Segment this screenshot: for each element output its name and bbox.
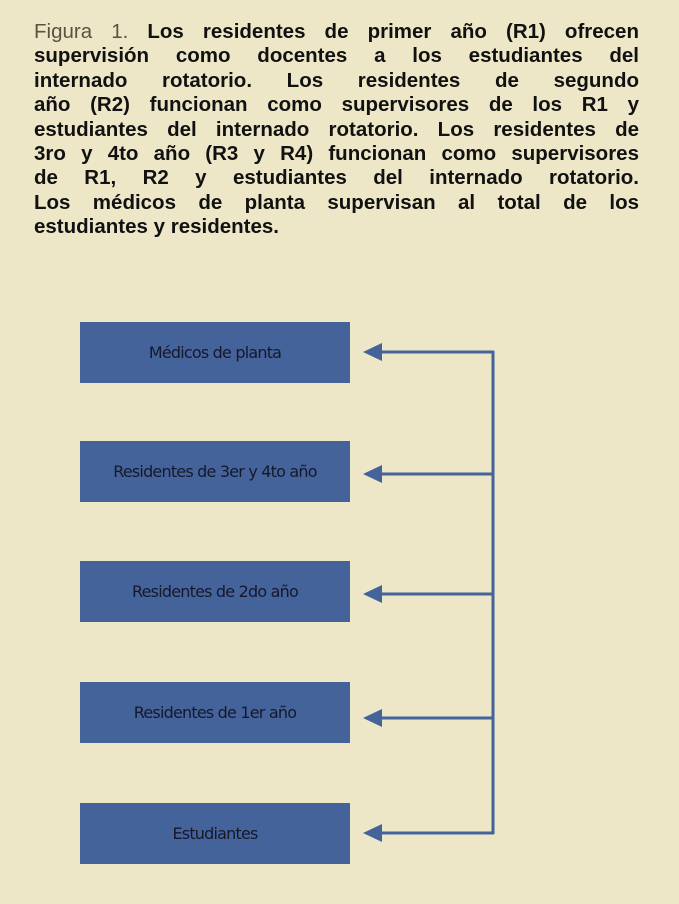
caption-line: internado rotatorio. Los residentes de s… bbox=[34, 68, 639, 92]
caption-line: Los médicos de planta supervisan al tota… bbox=[34, 190, 639, 214]
figure-caption: Figura 1. Los residentes de primer año (… bbox=[34, 20, 639, 240]
caption-text: Los residentes de primer año (R1) ofrece… bbox=[147, 20, 639, 43]
arrow-to-r1 bbox=[363, 709, 494, 727]
figure-label: Figura 1. bbox=[34, 20, 129, 43]
caption-line: 3ro y 4to año (R3 y R4) funcionan como s… bbox=[34, 142, 639, 166]
caption-line: supervisión como docentes a los estudian… bbox=[34, 44, 639, 68]
box-residentes-r1: Residentes de 1er año bbox=[80, 682, 350, 743]
caption-line: año (R2) funcionan como supervisores de … bbox=[34, 93, 639, 117]
box-estudiantes: Estudiantes bbox=[80, 803, 350, 864]
arrowhead-icon bbox=[363, 343, 382, 361]
arrowhead-icon bbox=[363, 709, 382, 727]
box-medicos-de-planta: Médicos de planta bbox=[80, 322, 350, 383]
arrow-to-medicos bbox=[363, 343, 494, 361]
caption-line: Figura 1. Los residentes de primer año (… bbox=[34, 20, 639, 44]
box-residentes-r2: Residentes de 2do año bbox=[80, 561, 350, 622]
caption-line: de R1, R2 y estudiantes del internado ro… bbox=[34, 166, 639, 190]
caption-line: estudiantes y residentes. bbox=[34, 215, 279, 239]
arrowhead-icon bbox=[363, 824, 382, 842]
caption-line: estudiantes del internado rotatorio. Los… bbox=[34, 117, 639, 141]
arrowhead-icon bbox=[363, 465, 382, 483]
arrow-to-estudiantes bbox=[363, 824, 494, 842]
box-residentes-r3-r4: Residentes de 3er y 4to año bbox=[80, 441, 350, 502]
arrowhead-icon bbox=[363, 585, 382, 603]
arrow-to-r2 bbox=[363, 585, 494, 603]
arrow-to-r3-r4 bbox=[363, 465, 494, 483]
